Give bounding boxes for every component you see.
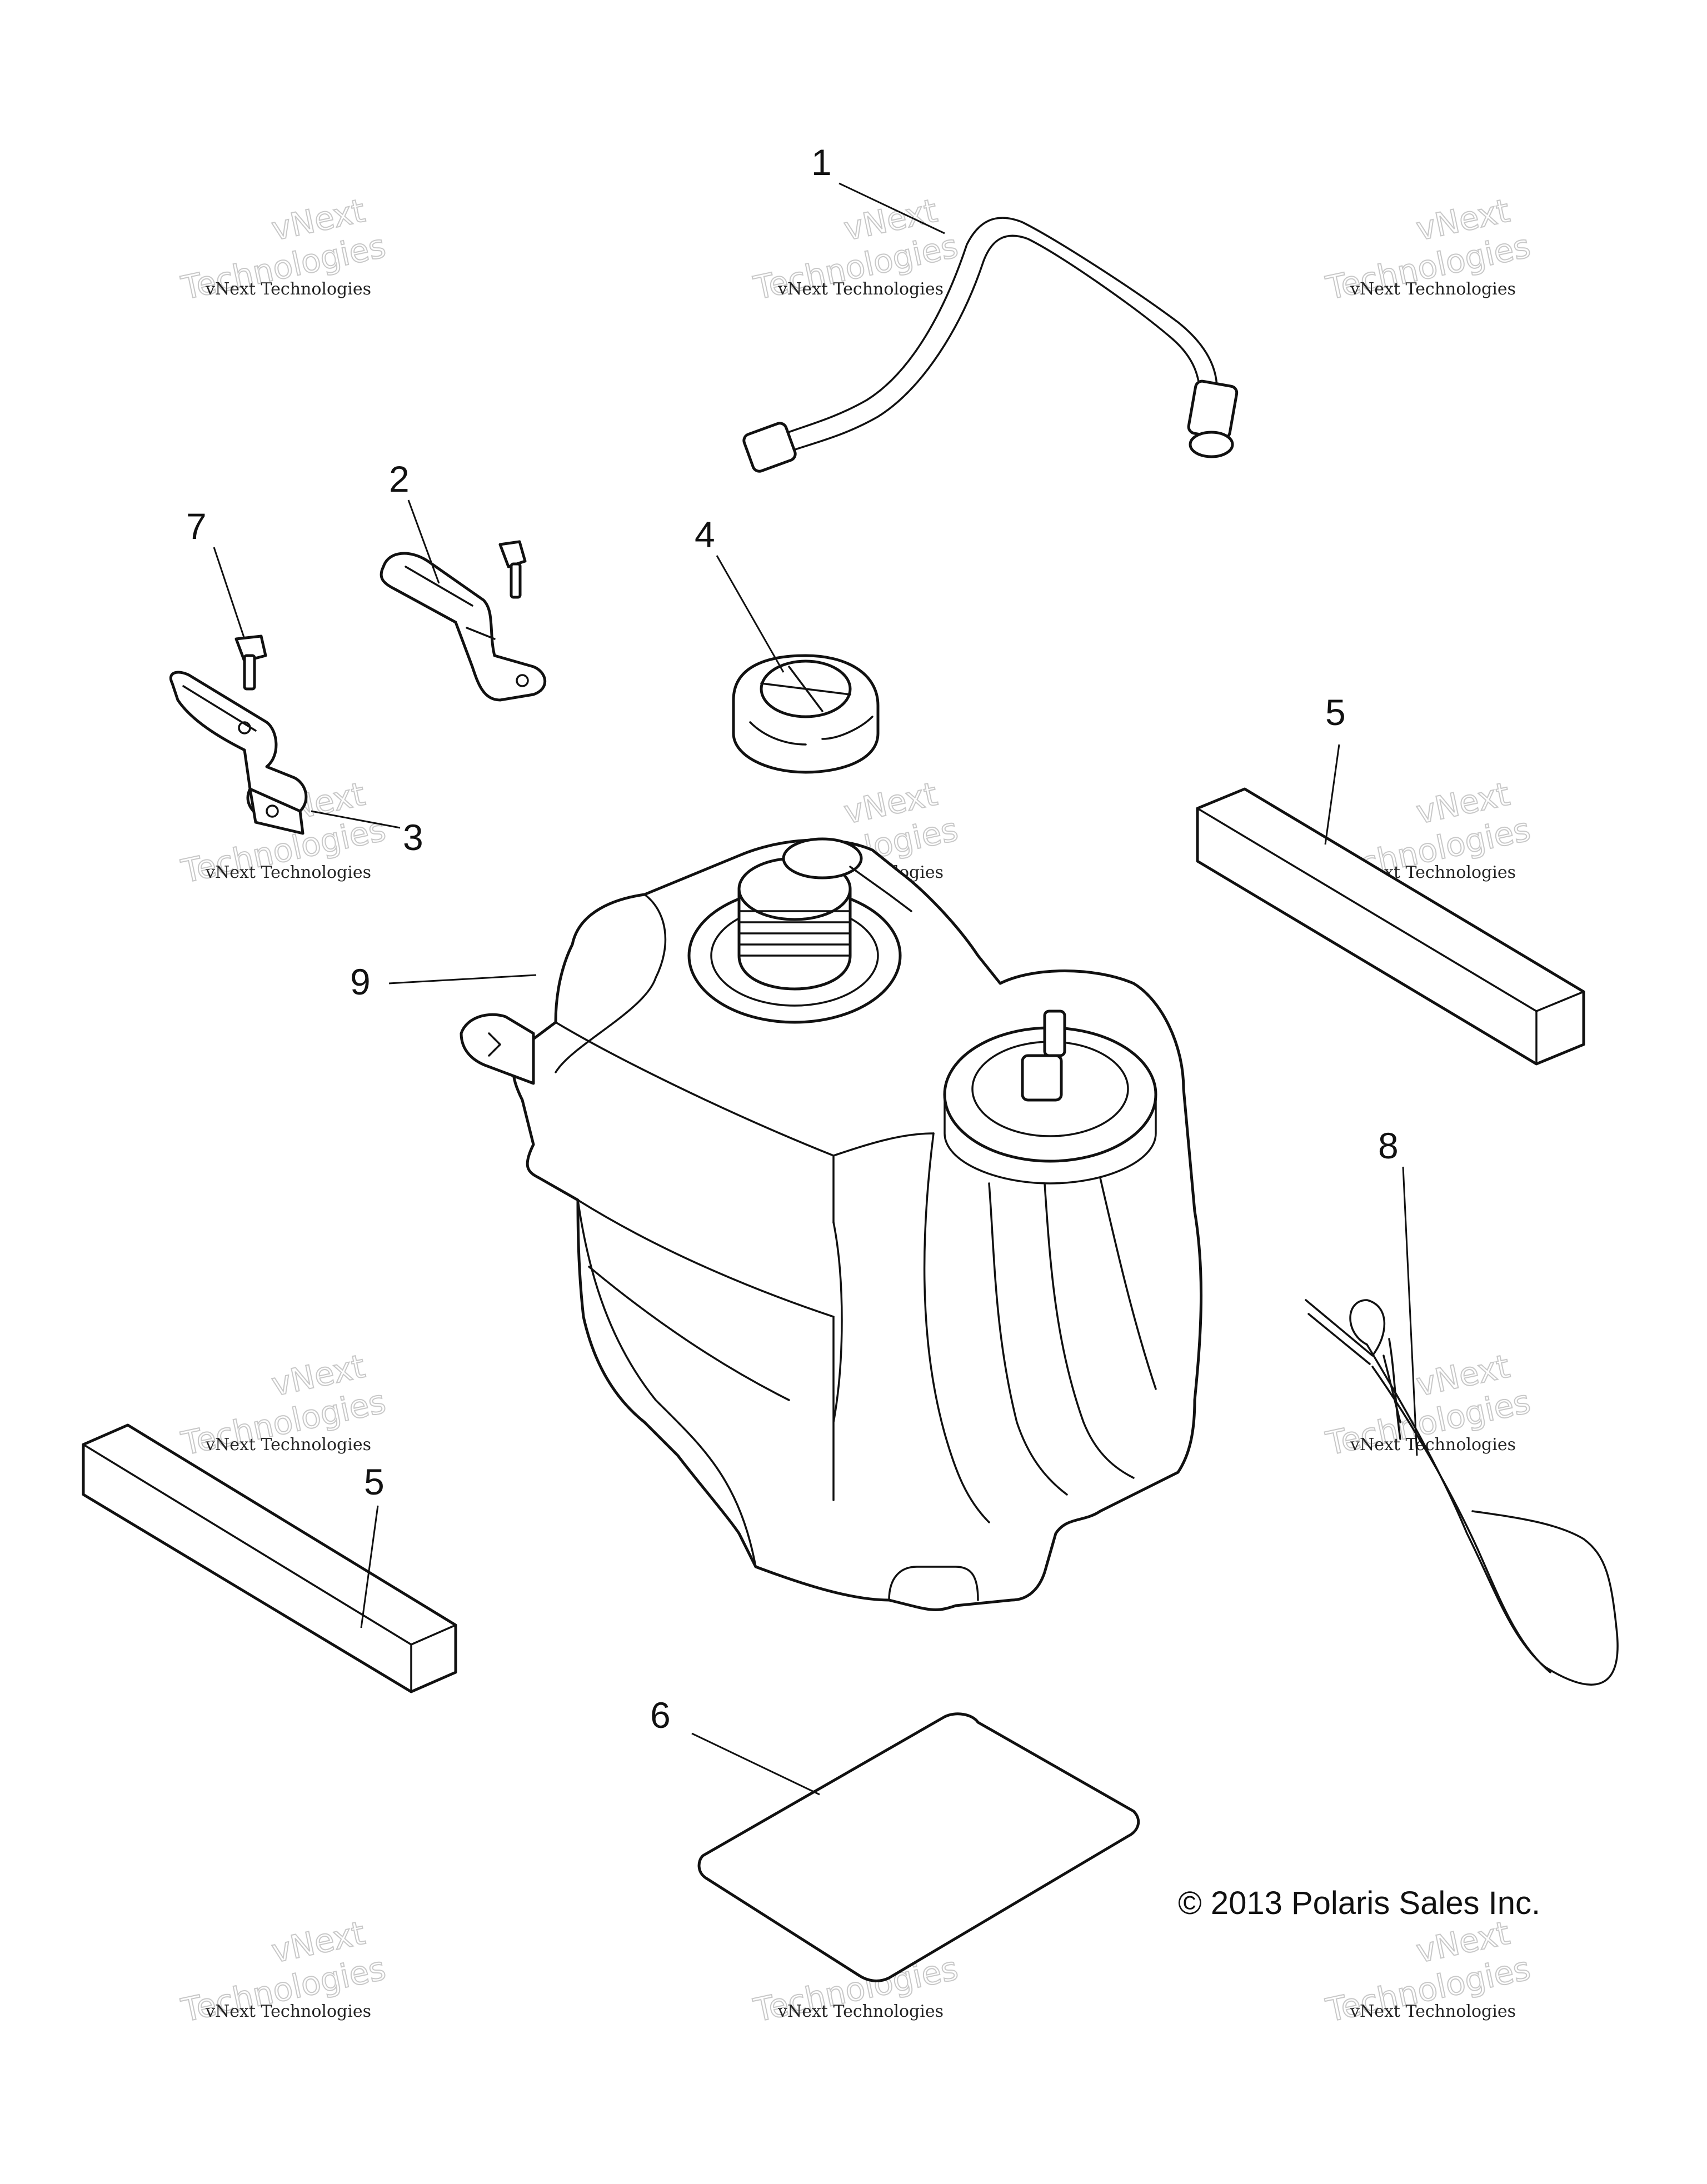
svg-text:vNext Technologies: vNext Technologies [205,279,371,299]
part-6-pad [697,1712,1140,1982]
svg-text:vNext Technologies: vNext Technologies [1350,279,1516,299]
watermark-bottom-left: Technologies vNext vNext Technologies [177,1913,390,2030]
copyright-text: © 2013 Polaris Sales Inc. [1178,1885,1540,1921]
callout-3: 3 [403,817,423,858]
callout-5-left: 5 [364,1461,385,1502]
callout-9: 9 [350,961,371,1002]
part-1-fuel-line [742,217,1239,473]
hose-connector-left [742,422,797,473]
part-2-bolt [498,540,527,599]
part-8-vent-hose [1305,1299,1619,1686]
watermark-top-right: Technologies vNext vNext Technologies [1322,191,1534,308]
part-4-fuel-cap [732,654,880,774]
watermark-top-center: Technologies vNext vNext Technologies [750,191,962,308]
callout-7: 7 [186,506,207,547]
part-5-foam-block-left [82,1423,457,1693]
part-2-bracket [380,552,547,702]
svg-text:vNext Technologies: vNext Technologies [777,2002,944,2021]
callout-6: 6 [650,1695,671,1736]
leader-lines [213,182,1418,1796]
svg-text:vNext Technologies: vNext Technologies [1350,2002,1516,2021]
part-7-bolt [234,634,267,691]
callout-8: 8 [1378,1125,1399,1166]
callout-5-right: 5 [1325,692,1346,733]
watermark-bottom-right: Technologies vNext vNext Technologies [1322,1913,1534,2030]
watermark-lower-right: Technologies vNext vNext Technologies [1322,1347,1534,1463]
callout-1: 1 [811,142,832,183]
svg-text:vNext Technologies: vNext Technologies [1350,1435,1516,1455]
svg-text:vNext Technologies: vNext Technologies [777,279,944,299]
svg-text:vNext Technologies: vNext Technologies [205,1435,371,1455]
svg-text:vNext Technologies: vNext Technologies [205,2002,371,2021]
svg-text:vNext Technologies: vNext Technologies [205,863,371,882]
hose-connector-right [1187,379,1239,440]
callout-2: 2 [389,458,410,499]
part-5-foam-block-right [1196,787,1585,1066]
watermark-top-left: Technologies vNext vNext Technologies [177,191,390,308]
part-3-bracket [169,671,308,835]
callout-4: 4 [695,514,715,555]
part-9-fuel-tank [460,837,1203,1611]
